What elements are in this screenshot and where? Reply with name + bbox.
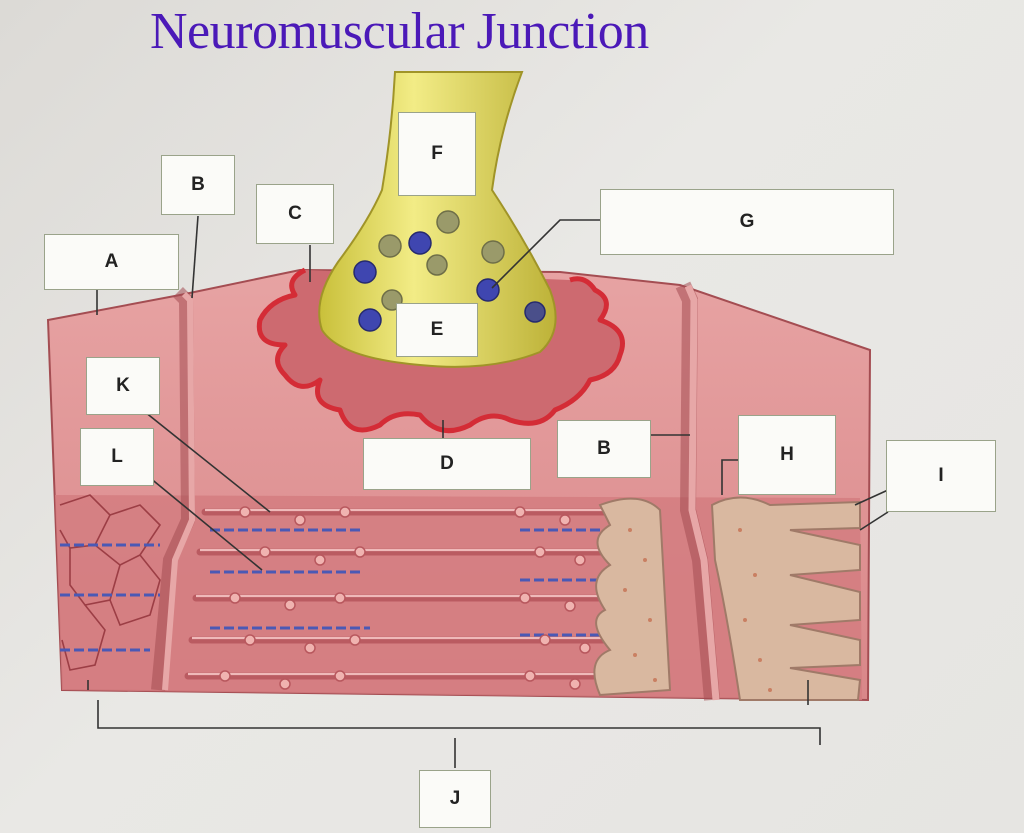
label-c: C xyxy=(256,184,334,244)
synaptic-vesicles xyxy=(353,210,546,332)
label-g: G xyxy=(600,189,894,255)
t-tubule-network-right xyxy=(710,496,862,701)
tubule-blebs xyxy=(219,506,591,690)
diagram-title: Neuromuscular Junction xyxy=(150,3,649,60)
label-b-left: B xyxy=(161,155,235,215)
label-e: E xyxy=(396,303,478,357)
sarcolemma-right xyxy=(675,281,720,701)
sarcoplasmic-reticulum-mesh xyxy=(59,494,162,671)
leader-lines xyxy=(87,215,889,768)
label-b-right: B xyxy=(557,420,651,478)
label-d: D xyxy=(363,438,531,490)
t-tubule-network-center xyxy=(593,497,672,697)
label-h: H xyxy=(738,415,836,495)
label-k: K xyxy=(86,357,160,415)
label-i: I xyxy=(886,440,996,512)
label-l: L xyxy=(80,428,154,486)
label-j: J xyxy=(419,770,491,828)
label-f: F xyxy=(398,112,476,196)
myofibril-tubes xyxy=(184,508,644,680)
label-a: A xyxy=(44,234,179,290)
sarcolemma-right-core xyxy=(684,284,720,701)
sarcolemma-left-core xyxy=(162,291,196,691)
